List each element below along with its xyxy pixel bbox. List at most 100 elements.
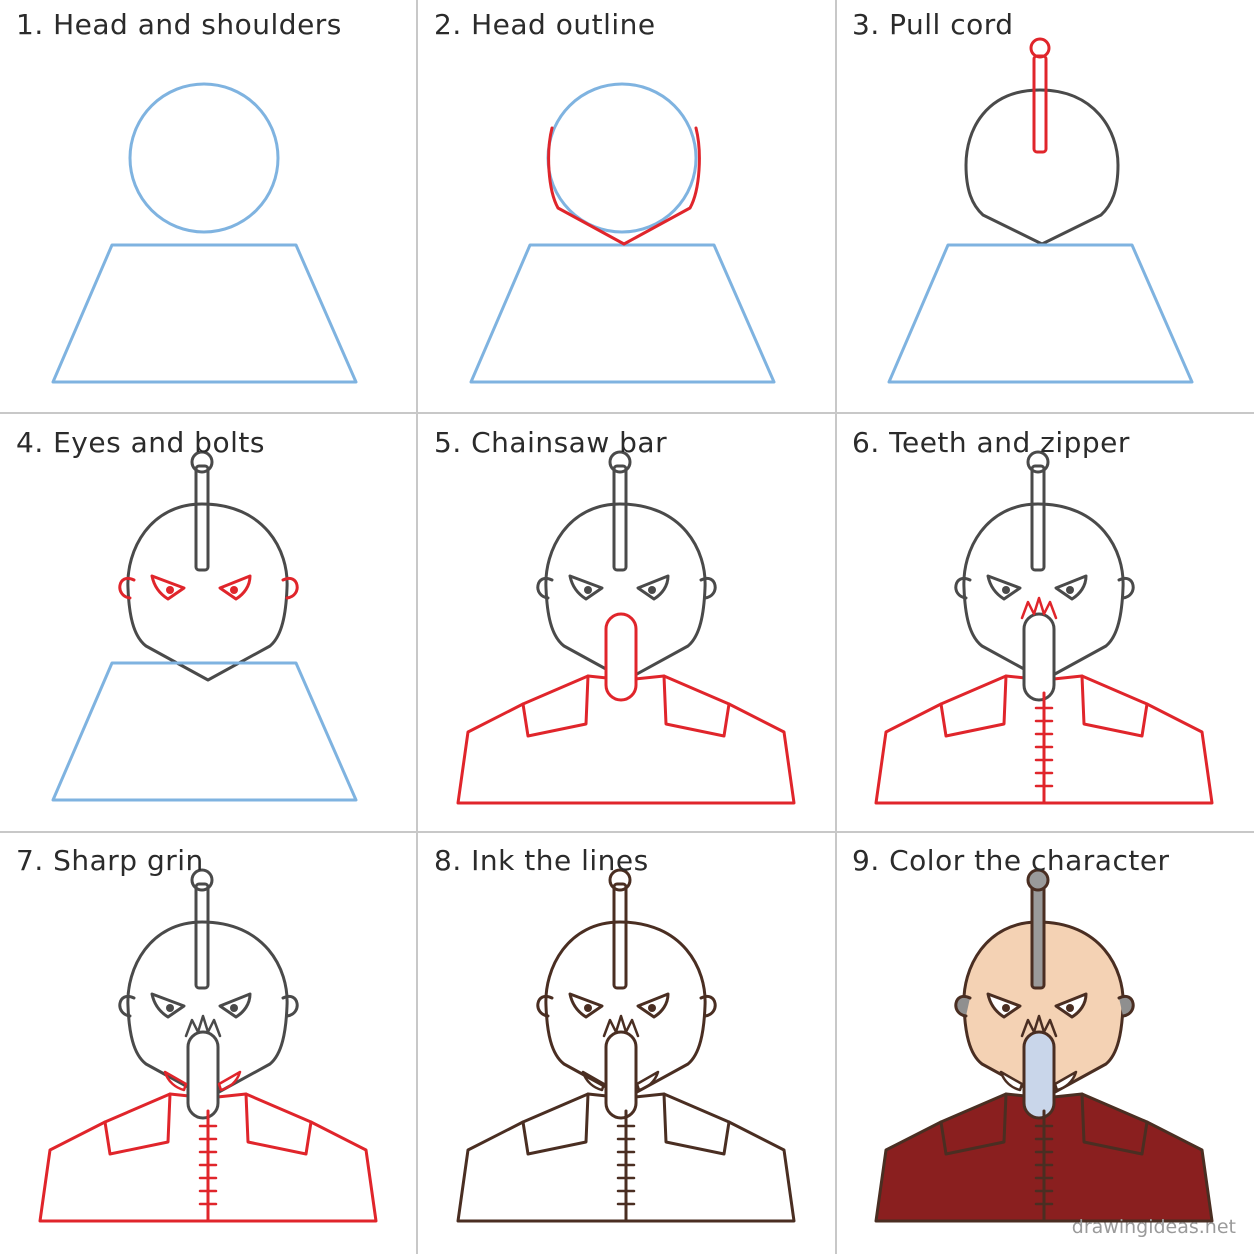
right-grin [1053,1070,1078,1092]
step-7-title: 7. Sharp grin [16,844,204,877]
right-grin [635,1070,660,1092]
step-5-title: 5. Chainsaw bar [434,426,668,459]
right-grin [217,1070,242,1092]
step-4-drawing [51,450,358,802]
chainsaw-bar [1022,612,1056,702]
right-collar [1080,1092,1149,1156]
right-collar [1080,674,1149,738]
left-grin [163,1070,188,1092]
grid-divider [416,0,418,1254]
left-bolt [536,576,554,600]
shirt-outline [874,674,1214,805]
left-collar [939,1092,1008,1156]
top-teeth [184,1014,222,1038]
pull-cord-handle [608,868,632,892]
step-cell-5: 5. Chainsaw bar [418,418,836,836]
right-bolt [699,576,717,600]
grid-divider [0,412,1254,414]
left-pupil [1002,1004,1010,1012]
left-bolt [954,994,972,1018]
shoulders-guide [887,243,1194,384]
right-pupil [648,1004,656,1012]
head-outline [544,920,707,1100]
head-outline [547,126,701,246]
step-5-drawing [456,450,796,805]
step-7-drawing [38,868,378,1223]
step-8-title: 8. Ink the lines [434,844,649,877]
shirt-outline [38,1092,378,1223]
head-guide-circle [546,82,698,234]
shoulders-guide [51,661,358,802]
top-teeth [602,1014,640,1038]
step-8-drawing [456,868,796,1223]
head-outline [962,920,1125,1100]
step-cell-2: 2. Head outline [418,0,836,418]
left-bolt [536,994,554,1018]
step-cell-9: 9. Color the character [836,836,1254,1254]
right-pupil [230,1004,238,1012]
left-pupil [1002,586,1010,594]
left-grin [999,1070,1024,1092]
pull-cord-shaft [612,882,628,990]
left-collar [521,1092,590,1156]
step-1-title: 1. Head and shoulders [16,8,342,41]
right-collar [662,1092,731,1156]
head-outline [544,502,707,682]
pull-cord-handle [608,450,632,474]
left-grin [581,1070,606,1092]
pull-cord-shaft [1030,882,1046,990]
right-pupil [648,586,656,594]
grid-divider [0,831,1254,833]
right-bolt [1117,576,1135,600]
left-collar [521,674,590,738]
step-2-title: 2. Head outline [434,8,656,41]
left-collar [103,1092,172,1156]
step-cell-1: 1. Head and shoulders [0,0,418,418]
step-9-drawing [874,868,1214,1223]
step-9-title: 9. Color the character [852,844,1170,877]
pull-cord-shaft [612,464,628,572]
chainsaw-bar [604,612,638,702]
step-6-title: 6. Teeth and zipper [852,426,1130,459]
pull-cord-shaft [1032,54,1048,154]
head-outline [126,920,289,1100]
step-3-title: 3. Pull cord [852,8,1014,41]
grid-divider [835,0,837,1254]
right-bolt [1117,994,1135,1018]
right-bolt [281,994,299,1018]
left-bolt [118,994,136,1018]
shoulders-guide [51,243,358,384]
step-cell-6: 6. Teeth and zipper [836,418,1254,836]
step-6-drawing [874,450,1214,805]
right-collar [244,1092,313,1156]
pull-cord-handle [190,868,214,892]
top-teeth [1020,596,1058,620]
head-guide-circle [128,82,280,234]
right-pupil [1066,1004,1074,1012]
head-outline [964,88,1120,246]
step-2-drawing [469,82,776,384]
shirt-outline [456,674,796,805]
step-1-drawing [51,82,358,384]
step-4-title: 4. Eyes and bolts [16,426,265,459]
pull-cord-shaft [1030,464,1046,572]
chainsaw-bar [186,1030,220,1120]
pull-cord-handle [1026,450,1050,474]
chainsaw-bar [1022,1030,1056,1120]
pull-cord-handle [1029,37,1051,59]
step-cell-7: 7. Sharp grin [0,836,418,1254]
left-pupil [584,586,592,594]
step-3-drawing [887,37,1194,384]
pull-cord-shaft [194,464,210,572]
left-pupil [166,586,174,594]
shirt-outline [456,1092,796,1223]
step-cell-4: 4. Eyes and bolts [0,418,418,836]
pull-cord-handle [190,450,214,474]
head-outline [962,502,1125,682]
right-bolt [699,994,717,1018]
site-watermark: drawingideas.net [1071,1216,1236,1238]
left-collar [939,674,1008,738]
right-bolt [281,576,299,600]
right-pupil [230,586,238,594]
